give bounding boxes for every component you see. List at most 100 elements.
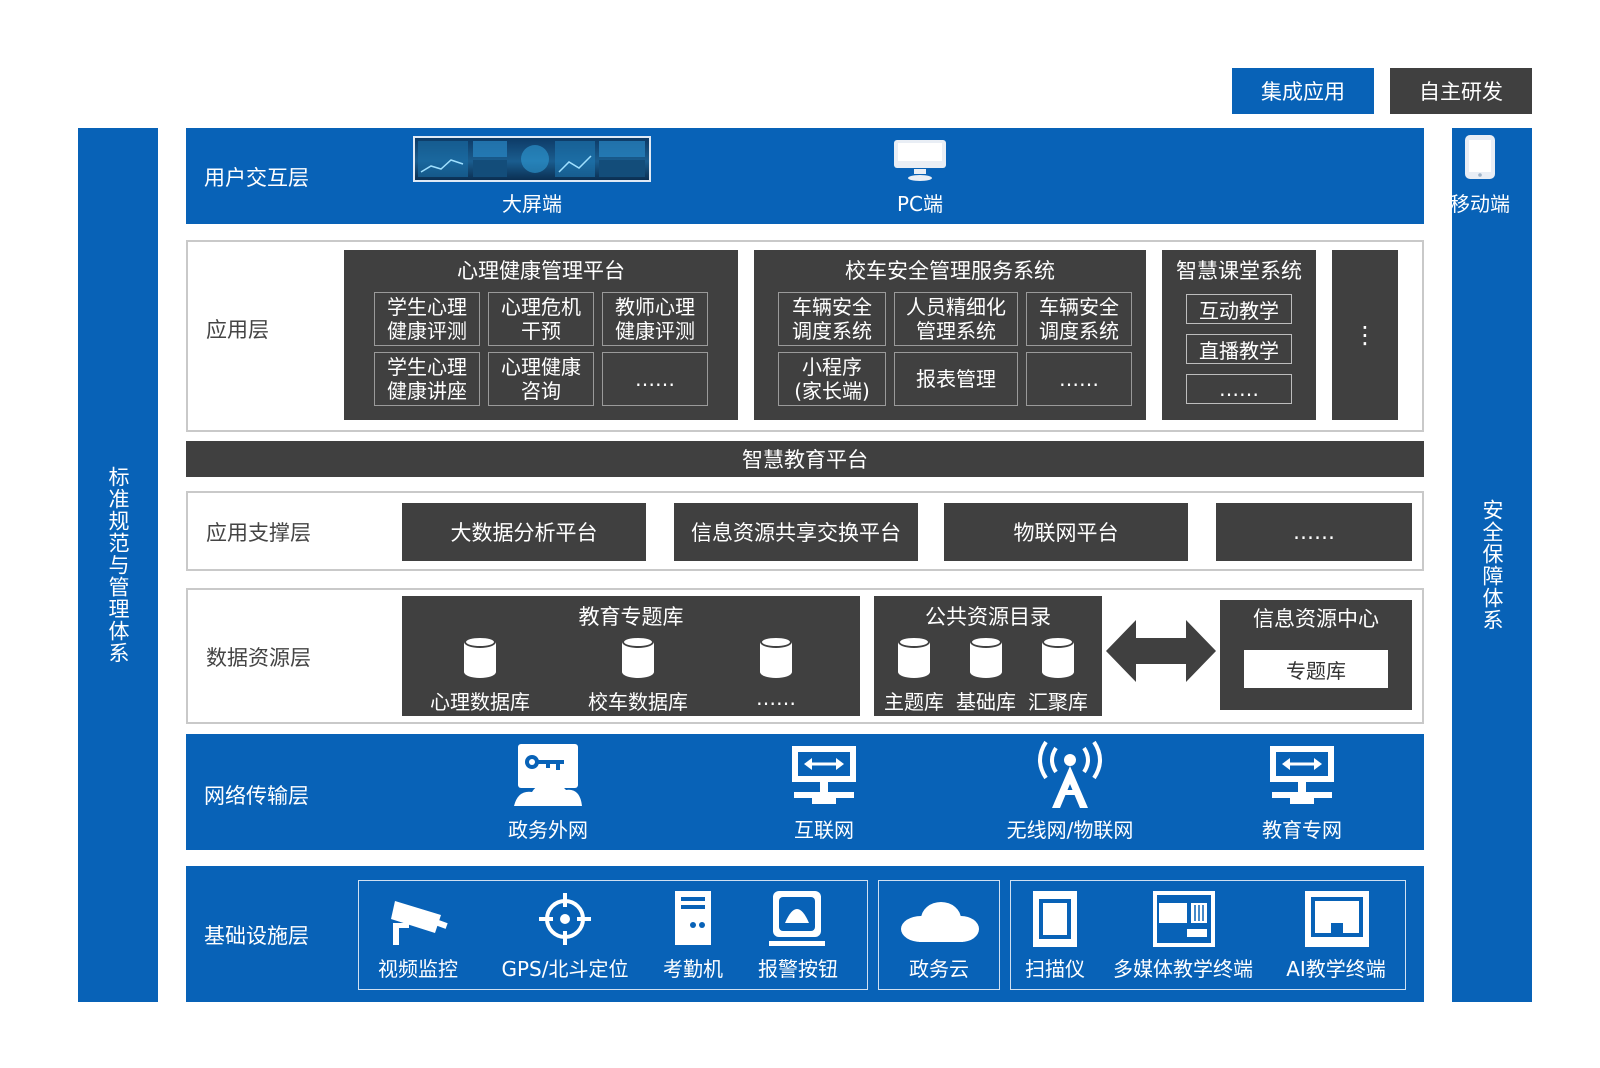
bus-cell-dispatch-2: 车辆安全 调度系统 — [1026, 292, 1132, 346]
infra-item-scanner: 扫描仪 — [1025, 957, 1085, 981]
edu-topic-db-title: 教育专题库 — [578, 605, 684, 629]
topic-db-box: 专题库 — [1244, 650, 1388, 688]
psych-cell-lecture: 学生心理 健康讲座 — [374, 352, 480, 406]
infra-item-multimedia: 多媒体教学终端 — [1113, 957, 1253, 981]
classroom-system-title: 智慧课堂系统 — [1176, 259, 1302, 283]
support-resource-exchange: 信息资源共享交换平台 — [674, 503, 918, 561]
app-more-box: ⋮ — [1332, 250, 1398, 420]
database-icon — [970, 636, 1002, 682]
user-layer: 用户交互层 大屏端 PC端 移动端 — [186, 128, 1510, 224]
camera-icon — [389, 891, 451, 951]
bus-cell-miniprogram: 小程序 (家长端) — [778, 352, 886, 406]
multimedia-terminal-icon — [1151, 889, 1217, 953]
right-side-bar-label: 安全保障体系 — [1480, 499, 1504, 631]
psych-cell-consult: 心理健康 咨询 — [488, 352, 594, 406]
classroom-cell-more: …… — [1186, 374, 1292, 404]
public-resource-title: 公共资源目录 — [925, 605, 1051, 629]
legend-integrated: 集成应用 — [1232, 68, 1374, 114]
user-layer-title: 用户交互层 — [204, 166, 309, 190]
database-icon — [622, 636, 654, 682]
public-db-topic: 主题库 — [884, 690, 944, 714]
user-item-mobile: 移动端 — [1450, 192, 1510, 216]
database-icon — [760, 636, 792, 682]
infra-layer-title: 基础设施层 — [204, 924, 309, 948]
legend-self-developed: 自主研发 — [1390, 68, 1532, 114]
infra-item-ai-terminal: AI教学终端 — [1286, 957, 1386, 981]
smart-edu-platform-label: 智慧教育平台 — [742, 448, 868, 472]
infra-group-devices: 视频监控 GPS/北斗定位 考勤机 — [358, 880, 868, 990]
gov-network-icon — [512, 742, 584, 812]
bus-cell-dispatch-1: 车辆安全 调度系统 — [778, 292, 886, 346]
mobile-icon — [1464, 134, 1496, 184]
app-more-ellipsis: ⋮ — [1353, 321, 1377, 349]
user-item-big-screen: 大屏端 — [502, 192, 562, 216]
pc-icon — [892, 138, 948, 186]
infra-item-gps: GPS/北斗定位 — [501, 957, 629, 981]
network-item-internet: 互联网 — [794, 818, 854, 842]
cloud-icon — [899, 899, 981, 949]
data-layer: 数据资源层 教育专题库 心理数据库 校车数据库 …… 公共资源目录 主题库 基础… — [186, 588, 1424, 724]
public-db-base: 基础库 — [956, 690, 1016, 714]
classroom-cell-live: 直播教学 — [1186, 334, 1292, 364]
left-side-bar-label: 标准规范与管理体系 — [106, 466, 130, 664]
info-resource-center-box: 信息资源中心 专题库 — [1220, 600, 1412, 710]
smart-edu-platform-bar: 智慧教育平台 — [186, 441, 1424, 477]
classroom-system: 智慧课堂系统 互动教学 直播教学 …… — [1162, 250, 1316, 420]
bus-system-title: 校车安全管理服务系统 — [845, 259, 1055, 283]
classroom-cell-interactive: 互动教学 — [1186, 294, 1292, 324]
network-layer: 网络传输层 政务外网 互联网 — [186, 734, 1424, 850]
edu-network-icon — [1268, 744, 1336, 810]
database-icon — [1042, 636, 1074, 682]
infra-item-gov-cloud: 政务云 — [909, 957, 969, 981]
ai-terminal-icon — [1303, 889, 1371, 953]
info-resource-center-title: 信息资源中心 — [1253, 607, 1379, 631]
bus-cell-personnel: 人员精细化 管理系统 — [894, 292, 1018, 346]
database-icon — [898, 636, 930, 682]
bus-cell-report: 报表管理 — [894, 352, 1018, 406]
database-icon — [464, 636, 496, 682]
network-item-wireless: 无线网/物联网 — [1006, 818, 1134, 842]
alarm-button-icon — [769, 889, 825, 951]
internet-icon — [790, 744, 858, 810]
support-layer: 应用支撑层 大数据分析平台 信息资源共享交换平台 物联网平台 …… — [186, 491, 1424, 571]
support-iot: 物联网平台 — [944, 503, 1188, 561]
double-arrow-icon — [1106, 618, 1216, 688]
support-more: …… — [1216, 503, 1412, 561]
psych-cell-more: …… — [602, 352, 708, 406]
data-layer-title: 数据资源层 — [206, 646, 311, 670]
psych-cell-teacher-eval: 教师心理 健康评测 — [602, 292, 708, 346]
edu-db-bus: 校车数据库 — [588, 690, 688, 714]
infra-item-alarm: 报警按钮 — [758, 957, 838, 981]
bus-cell-more: …… — [1026, 352, 1132, 406]
psych-cell-crisis: 心理危机 干预 — [488, 292, 594, 346]
public-resource-box: 公共资源目录 主题库 基础库 汇聚库 — [874, 596, 1102, 716]
app-layer: 应用层 心理健康管理平台 学生心理 健康评测 心理危机 干预 教师心理 健康评测… — [186, 240, 1424, 432]
scanner-icon — [1031, 889, 1079, 953]
wireless-tower-icon — [1032, 740, 1108, 814]
left-side-bar: 标准规范与管理体系 — [78, 128, 158, 1002]
network-item-gov: 政务外网 — [508, 818, 588, 842]
edu-db-more: …… — [756, 686, 796, 710]
big-screen-icon — [413, 136, 651, 182]
gps-crosshair-icon — [539, 893, 591, 949]
psych-cell-student-eval: 学生心理 健康评测 — [374, 292, 480, 346]
attendance-machine-icon — [673, 889, 713, 951]
right-side-bar: 安全保障体系 — [1452, 128, 1532, 1002]
support-bigdata: 大数据分析平台 — [402, 503, 646, 561]
network-layer-title: 网络传输层 — [204, 784, 309, 808]
infra-layer: 基础设施层 视频监控 GPS/北斗定位 — [186, 866, 1424, 1002]
app-layer-title: 应用层 — [206, 318, 269, 342]
support-layer-title: 应用支撑层 — [206, 521, 311, 545]
infra-item-attendance: 考勤机 — [663, 957, 723, 981]
infra-item-camera: 视频监控 — [378, 957, 458, 981]
infra-group-terminals: 扫描仪 多媒体教学终端 AI教学终端 — [1010, 880, 1406, 990]
infra-group-cloud: 政务云 — [878, 880, 1000, 990]
edu-db-psych: 心理数据库 — [430, 690, 530, 714]
user-item-pc: PC端 — [896, 192, 944, 216]
network-item-edu: 教育专网 — [1262, 818, 1342, 842]
psych-platform-title: 心理健康管理平台 — [457, 259, 625, 283]
public-db-aggregate: 汇聚库 — [1028, 690, 1088, 714]
edu-topic-db-box: 教育专题库 心理数据库 校车数据库 …… — [402, 596, 860, 716]
bus-system: 校车安全管理服务系统 车辆安全 调度系统 人员精细化 管理系统 车辆安全 调度系… — [754, 250, 1146, 420]
psych-platform: 心理健康管理平台 学生心理 健康评测 心理危机 干预 教师心理 健康评测 学生心… — [344, 250, 738, 420]
